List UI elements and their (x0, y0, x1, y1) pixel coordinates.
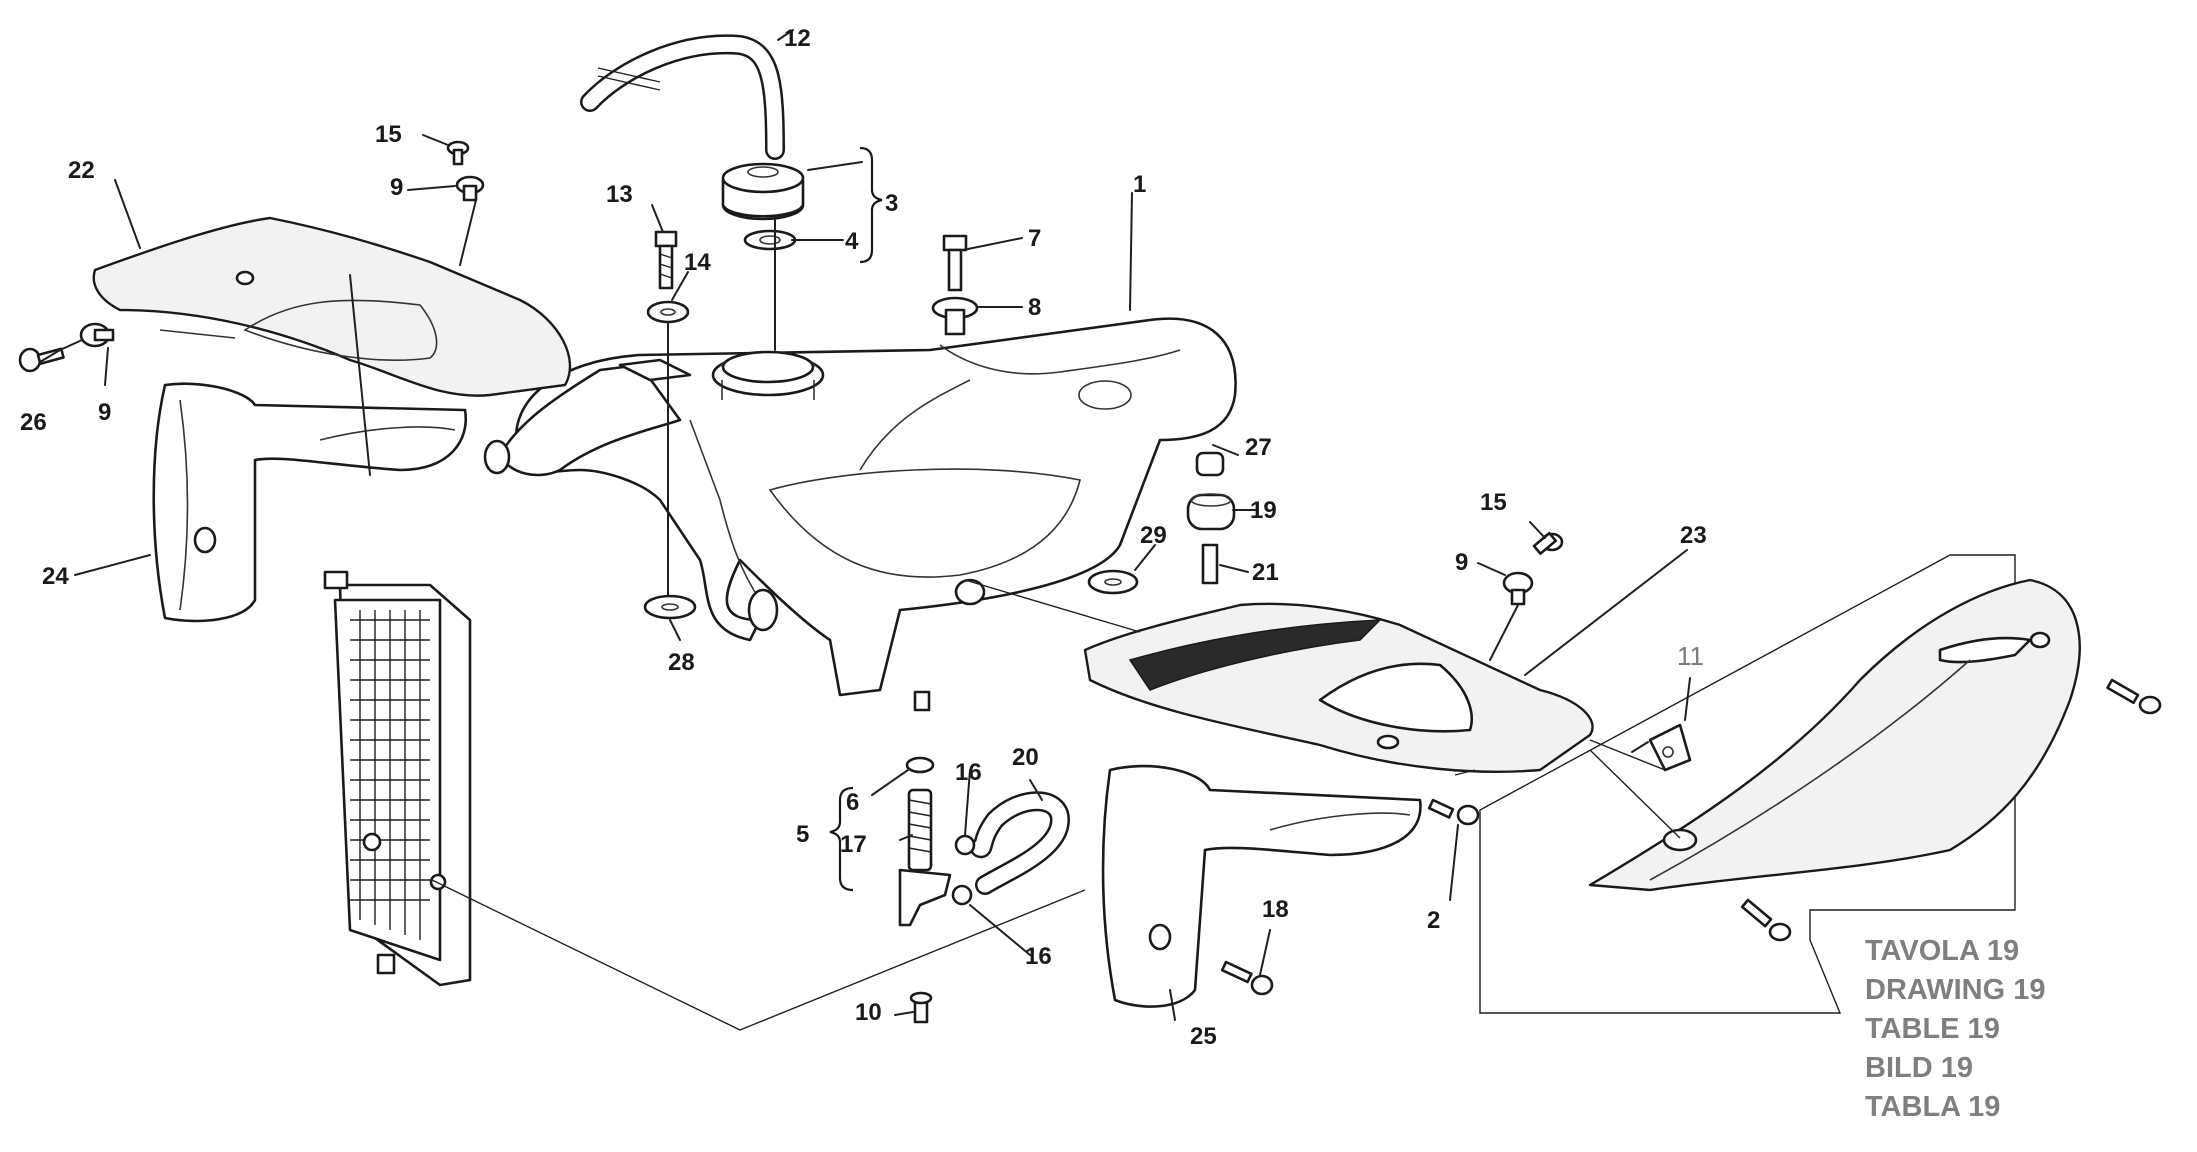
callout-14: 14 (684, 249, 711, 276)
fuel-tap-assembly (898, 756, 1071, 1024)
callout-4: 4 (845, 228, 859, 255)
rubber-mount-8 (931, 296, 979, 336)
callout-26: 26 (20, 409, 47, 436)
screw-18 (1220, 960, 1274, 996)
bush-9-left (79, 322, 115, 348)
callout-23: 23 (1680, 522, 1707, 549)
title-line-tabla: TABLA 19 (1865, 1091, 2000, 1123)
callout-18: 18 (1262, 896, 1289, 923)
inset-screws (1740, 678, 2162, 942)
callout-27: 27 (1245, 434, 1272, 461)
screw-15-top (446, 140, 470, 166)
callout-3: 3 (885, 190, 898, 217)
breather-hose (580, 34, 785, 160)
callout-8: 8 (1028, 294, 1041, 321)
callout-15-right: 15 (1480, 489, 1507, 516)
clip-11 (1648, 723, 1692, 772)
brace-5 (829, 786, 854, 892)
callout-20: 20 (1012, 744, 1039, 771)
callout-11: 11 (1677, 641, 1704, 671)
callout-1: 1 (1133, 171, 1146, 198)
callout-13: 13 (606, 181, 633, 208)
bolt-21 (1201, 543, 1219, 585)
bush-9-right (1502, 571, 1534, 606)
washer-14 (646, 300, 690, 324)
callout-24: 24 (42, 563, 69, 590)
screw-15-right (1532, 531, 1564, 555)
title-line-drawing: DRAWING 19 (1865, 974, 2045, 1006)
cap-gasket (743, 229, 797, 251)
bush-9-top (455, 175, 485, 202)
callout-28: 28 (668, 649, 695, 676)
callout-25: 25 (1190, 1023, 1217, 1050)
callout-16-top: 16 (955, 759, 982, 786)
callout-5: 5 (796, 821, 809, 848)
rubber-19 (1186, 493, 1236, 531)
brace-3 (859, 146, 883, 264)
callout-6: 6 (846, 789, 859, 816)
detail-inset (1479, 554, 2081, 1014)
callout-15-top: 15 (375, 121, 402, 148)
callout-7: 7 (1028, 225, 1041, 252)
callout-9-right: 9 (1455, 549, 1468, 576)
callout-16-bottom: 16 (1025, 943, 1052, 970)
left-radiator-shroud-24 (152, 382, 468, 623)
title-line-table: TABLE 19 (1865, 1013, 2000, 1045)
callout-17: 17 (840, 831, 867, 858)
tank-bolt-13 (654, 230, 678, 290)
left-tank-spoiler-22 (92, 216, 572, 397)
right-radiator-shroud-25 (1101, 764, 1422, 1008)
tank-bolt-7 (942, 234, 968, 292)
radiator-core-fins (350, 610, 430, 940)
callout-2: 2 (1427, 907, 1440, 934)
callout-12: 12 (784, 25, 811, 52)
right-tank-spoiler-23 (1083, 602, 1594, 773)
title-line-tavola: TAVOLA 19 (1865, 935, 2019, 967)
fuel-tank (483, 317, 1237, 712)
callout-10: 10 (855, 999, 882, 1026)
callout-22: 22 (68, 157, 95, 184)
callout-21: 21 (1252, 559, 1279, 586)
callout-29: 29 (1140, 522, 1167, 549)
spacer-27 (1195, 451, 1225, 477)
callout-9-top: 9 (390, 174, 403, 201)
radiator (323, 570, 472, 987)
washer-28 (643, 594, 697, 620)
screw-2 (1427, 798, 1480, 826)
drawing-title-block: TAVOLA 19 DRAWING 19 TABLE 19 BILD 19 TA… (1865, 935, 2045, 1123)
washer-29 (1087, 569, 1139, 595)
callout-numbers: 12 3 4 1 7 8 13 14 15 9 22 26 9 24 27 19… (20, 25, 1707, 1050)
callout-9-left: 9 (98, 399, 111, 426)
title-line-bild: BILD 19 (1865, 1052, 1973, 1084)
callout-19: 19 (1250, 497, 1277, 524)
fuel-cap (721, 162, 805, 221)
leader-lines (39, 29, 1691, 1031)
